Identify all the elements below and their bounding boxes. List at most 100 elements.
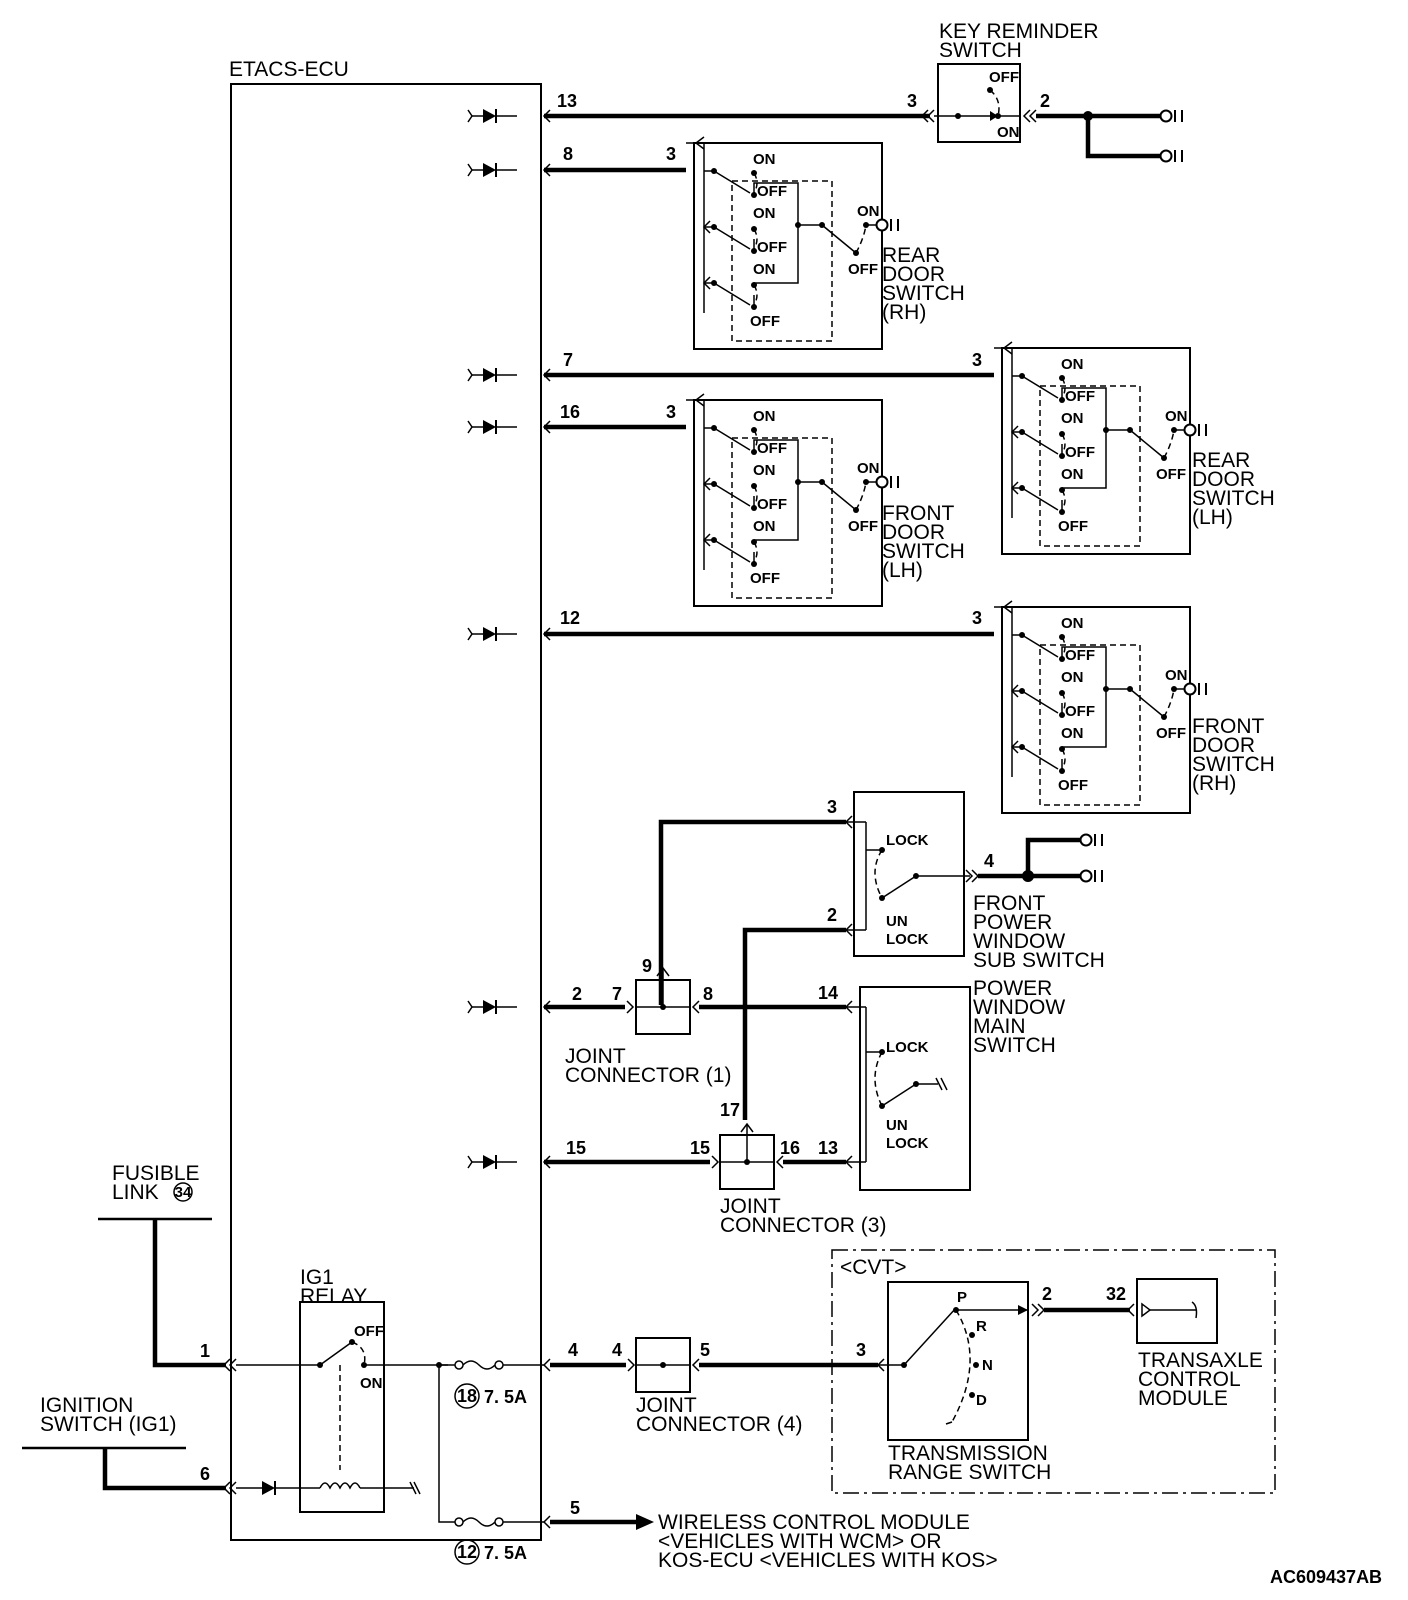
sub-sw-label1: FRONT bbox=[973, 892, 1045, 915]
front-lh-on2: ON bbox=[753, 462, 776, 479]
wireless-label3: KOS-ECU <VEHICLES WITH KOS> bbox=[658, 1549, 998, 1572]
trs-label1: TRANSMISSION bbox=[888, 1442, 1048, 1465]
j3-label2: CONNECTOR (3) bbox=[720, 1214, 886, 1237]
sub-sw-pin-3: 3 bbox=[827, 797, 837, 817]
trs-pin-in: 3 bbox=[856, 1340, 866, 1360]
key-reminder-pin-2: 2 bbox=[1040, 91, 1050, 111]
transmission-range-switch: P R N D 3 2 TRANSMISSION RANGE SWITCH bbox=[856, 1281, 1130, 1484]
tcm-label3: MODULE bbox=[1138, 1387, 1228, 1410]
front-lh-label3: SWITCH bbox=[882, 540, 965, 563]
wireless-label2: <VEHICLES WITH WCM> OR bbox=[658, 1530, 942, 1553]
fusible-link-line2: LINK bbox=[112, 1181, 159, 1204]
j1-label1: JOINT bbox=[565, 1045, 626, 1068]
rear-rh-label3: SWITCH bbox=[882, 282, 965, 305]
sub-sw-label2: POWER bbox=[973, 911, 1052, 934]
joint-connector-3: 15 15 16 17 JOINT CONNECTOR (3) bbox=[467, 1100, 886, 1237]
front-rh-on-main: ON bbox=[1165, 667, 1188, 684]
wireless-pin: 5 bbox=[570, 1498, 580, 1518]
rear-lh-off2: OFF bbox=[1065, 444, 1095, 461]
rear-rh-off1: OFF bbox=[757, 183, 787, 200]
ig1-relay: IG1 RELAY OFF ON bbox=[236, 1266, 448, 1513]
rear-lh-on1: ON bbox=[1061, 356, 1084, 373]
joint-connector-1: 2 7 8 9 JOINT CONNECTOR (1) bbox=[467, 956, 846, 1087]
power-window-main-switch: LOCK UN LOCK 14 13 POWER WINDOW MAIN SWI… bbox=[818, 977, 1065, 1191]
tcm-label2: CONTROL bbox=[1138, 1368, 1241, 1391]
front-rh-label3: SWITCH bbox=[1192, 753, 1275, 776]
trs-n: N bbox=[982, 1357, 993, 1374]
j4-label1: JOINT bbox=[636, 1394, 697, 1417]
fuse-18: 18 7. 5A bbox=[436, 1360, 544, 1409]
j3-pin-up: 17 bbox=[720, 1100, 740, 1120]
rear-lh-label4: (LH) bbox=[1192, 506, 1233, 529]
main-sw-label4: SWITCH bbox=[973, 1034, 1056, 1057]
pin-13: 13 bbox=[557, 91, 577, 111]
sub-sw-label3: WINDOW bbox=[973, 930, 1065, 953]
front-lh-off1: OFF bbox=[757, 440, 787, 457]
rear-lh-on-main: ON bbox=[1165, 408, 1188, 425]
fusible-link-line1: FUSIBLE bbox=[112, 1162, 200, 1185]
ig1-relay-on: ON bbox=[360, 1375, 383, 1392]
fuse-12: 12 7. 5A bbox=[438, 1365, 544, 1565]
front-door-switch-lh: 16 3 ON OFF ON OFF ON OFF ON OFF FRONT D… bbox=[467, 393, 965, 607]
front-lh-on3: ON bbox=[753, 518, 776, 535]
rear-door-switch-lh: 7 3 ON OFF ON OFF ON OFF ON OFF REAR DOO… bbox=[467, 341, 1275, 555]
j3-pin-in: 15 bbox=[690, 1138, 710, 1158]
front-lh-off2: OFF bbox=[757, 496, 787, 513]
rear-lh-label1: REAR bbox=[1192, 449, 1250, 472]
fusible-link-pin: 1 bbox=[200, 1341, 210, 1361]
front-rh-off2: OFF bbox=[1065, 703, 1095, 720]
sub-sw-pin-4: 4 bbox=[984, 851, 994, 871]
fusible-link-num: 34 bbox=[175, 1184, 192, 1201]
rear-rh-pin-ecu: 8 bbox=[563, 144, 573, 164]
front-lh-label1: FRONT bbox=[882, 502, 954, 525]
fuse-18-num: 18 bbox=[457, 1386, 477, 1406]
figure-id: AC609437AB bbox=[1270, 1567, 1382, 1587]
front-rh-off3: OFF bbox=[1058, 777, 1088, 794]
front-lh-pin-sw: 3 bbox=[666, 402, 676, 422]
main-sw-pin-14: 14 bbox=[818, 983, 838, 1003]
sub-sw-un: UN bbox=[886, 913, 908, 930]
front-rh-pin-ecu: 12 bbox=[560, 608, 580, 628]
tcm-label1: TRANSAXLE bbox=[1138, 1349, 1263, 1372]
sub-sw-pin-2: 2 bbox=[827, 905, 837, 925]
ig1-relay-line2: RELAY bbox=[300, 1285, 367, 1308]
cvt-label: <CVT> bbox=[840, 1256, 907, 1279]
front-lh-label2: DOOR bbox=[882, 521, 945, 544]
main-sw-lock: LOCK bbox=[886, 1039, 929, 1056]
front-lh-pin-ecu: 16 bbox=[560, 402, 580, 422]
rear-lh-label2: DOOR bbox=[1192, 468, 1255, 491]
j1-pin-ecu: 2 bbox=[572, 984, 582, 1004]
rear-rh-label4: (RH) bbox=[882, 301, 926, 324]
j3-pin-ecu: 15 bbox=[566, 1138, 586, 1158]
j1-pin-up: 9 bbox=[642, 956, 652, 976]
rear-rh-off2: OFF bbox=[757, 239, 787, 256]
ig1-relay-off: OFF bbox=[354, 1323, 384, 1340]
fuse-12-rating: 7. 5A bbox=[484, 1543, 527, 1563]
front-rh-on2: ON bbox=[1061, 669, 1084, 686]
rear-rh-label1: REAR bbox=[882, 244, 940, 267]
key-reminder-title2: SWITCH bbox=[939, 39, 1022, 62]
rear-lh-pin-ecu: 7 bbox=[563, 350, 573, 370]
j3-label1: JOINT bbox=[720, 1195, 781, 1218]
trs-p: P bbox=[957, 1289, 967, 1306]
key-reminder-pin-3: 3 bbox=[907, 91, 917, 111]
rear-rh-on-main: ON bbox=[857, 203, 880, 220]
main-sw-pin-13: 13 bbox=[818, 1138, 838, 1158]
j3-pin-out: 16 bbox=[780, 1138, 800, 1158]
rear-lh-off3: OFF bbox=[1058, 518, 1088, 535]
j1-pin-out: 8 bbox=[703, 984, 713, 1004]
j1-pin-in: 7 bbox=[612, 984, 622, 1004]
j1-label2: CONNECTOR (1) bbox=[565, 1064, 731, 1087]
ignition-line2: SWITCH (IG1) bbox=[40, 1413, 177, 1436]
sub-sw-label4: SUB SWITCH bbox=[973, 949, 1105, 972]
front-lh-off-main: OFF bbox=[848, 518, 878, 535]
rear-rh-on3: ON bbox=[753, 261, 776, 278]
key-reminder-switch: KEY REMINDER SWITCH OFF ON 13 3 2 bbox=[467, 20, 1183, 163]
fuse-12-num: 12 bbox=[457, 1542, 477, 1562]
j4-label2: CONNECTOR (4) bbox=[636, 1413, 802, 1436]
sub-sw-unlock: LOCK bbox=[886, 931, 929, 948]
front-rh-label4: (RH) bbox=[1192, 772, 1236, 795]
main-sw-label1: POWER bbox=[973, 977, 1052, 1000]
rear-rh-off-main: OFF bbox=[848, 261, 878, 278]
